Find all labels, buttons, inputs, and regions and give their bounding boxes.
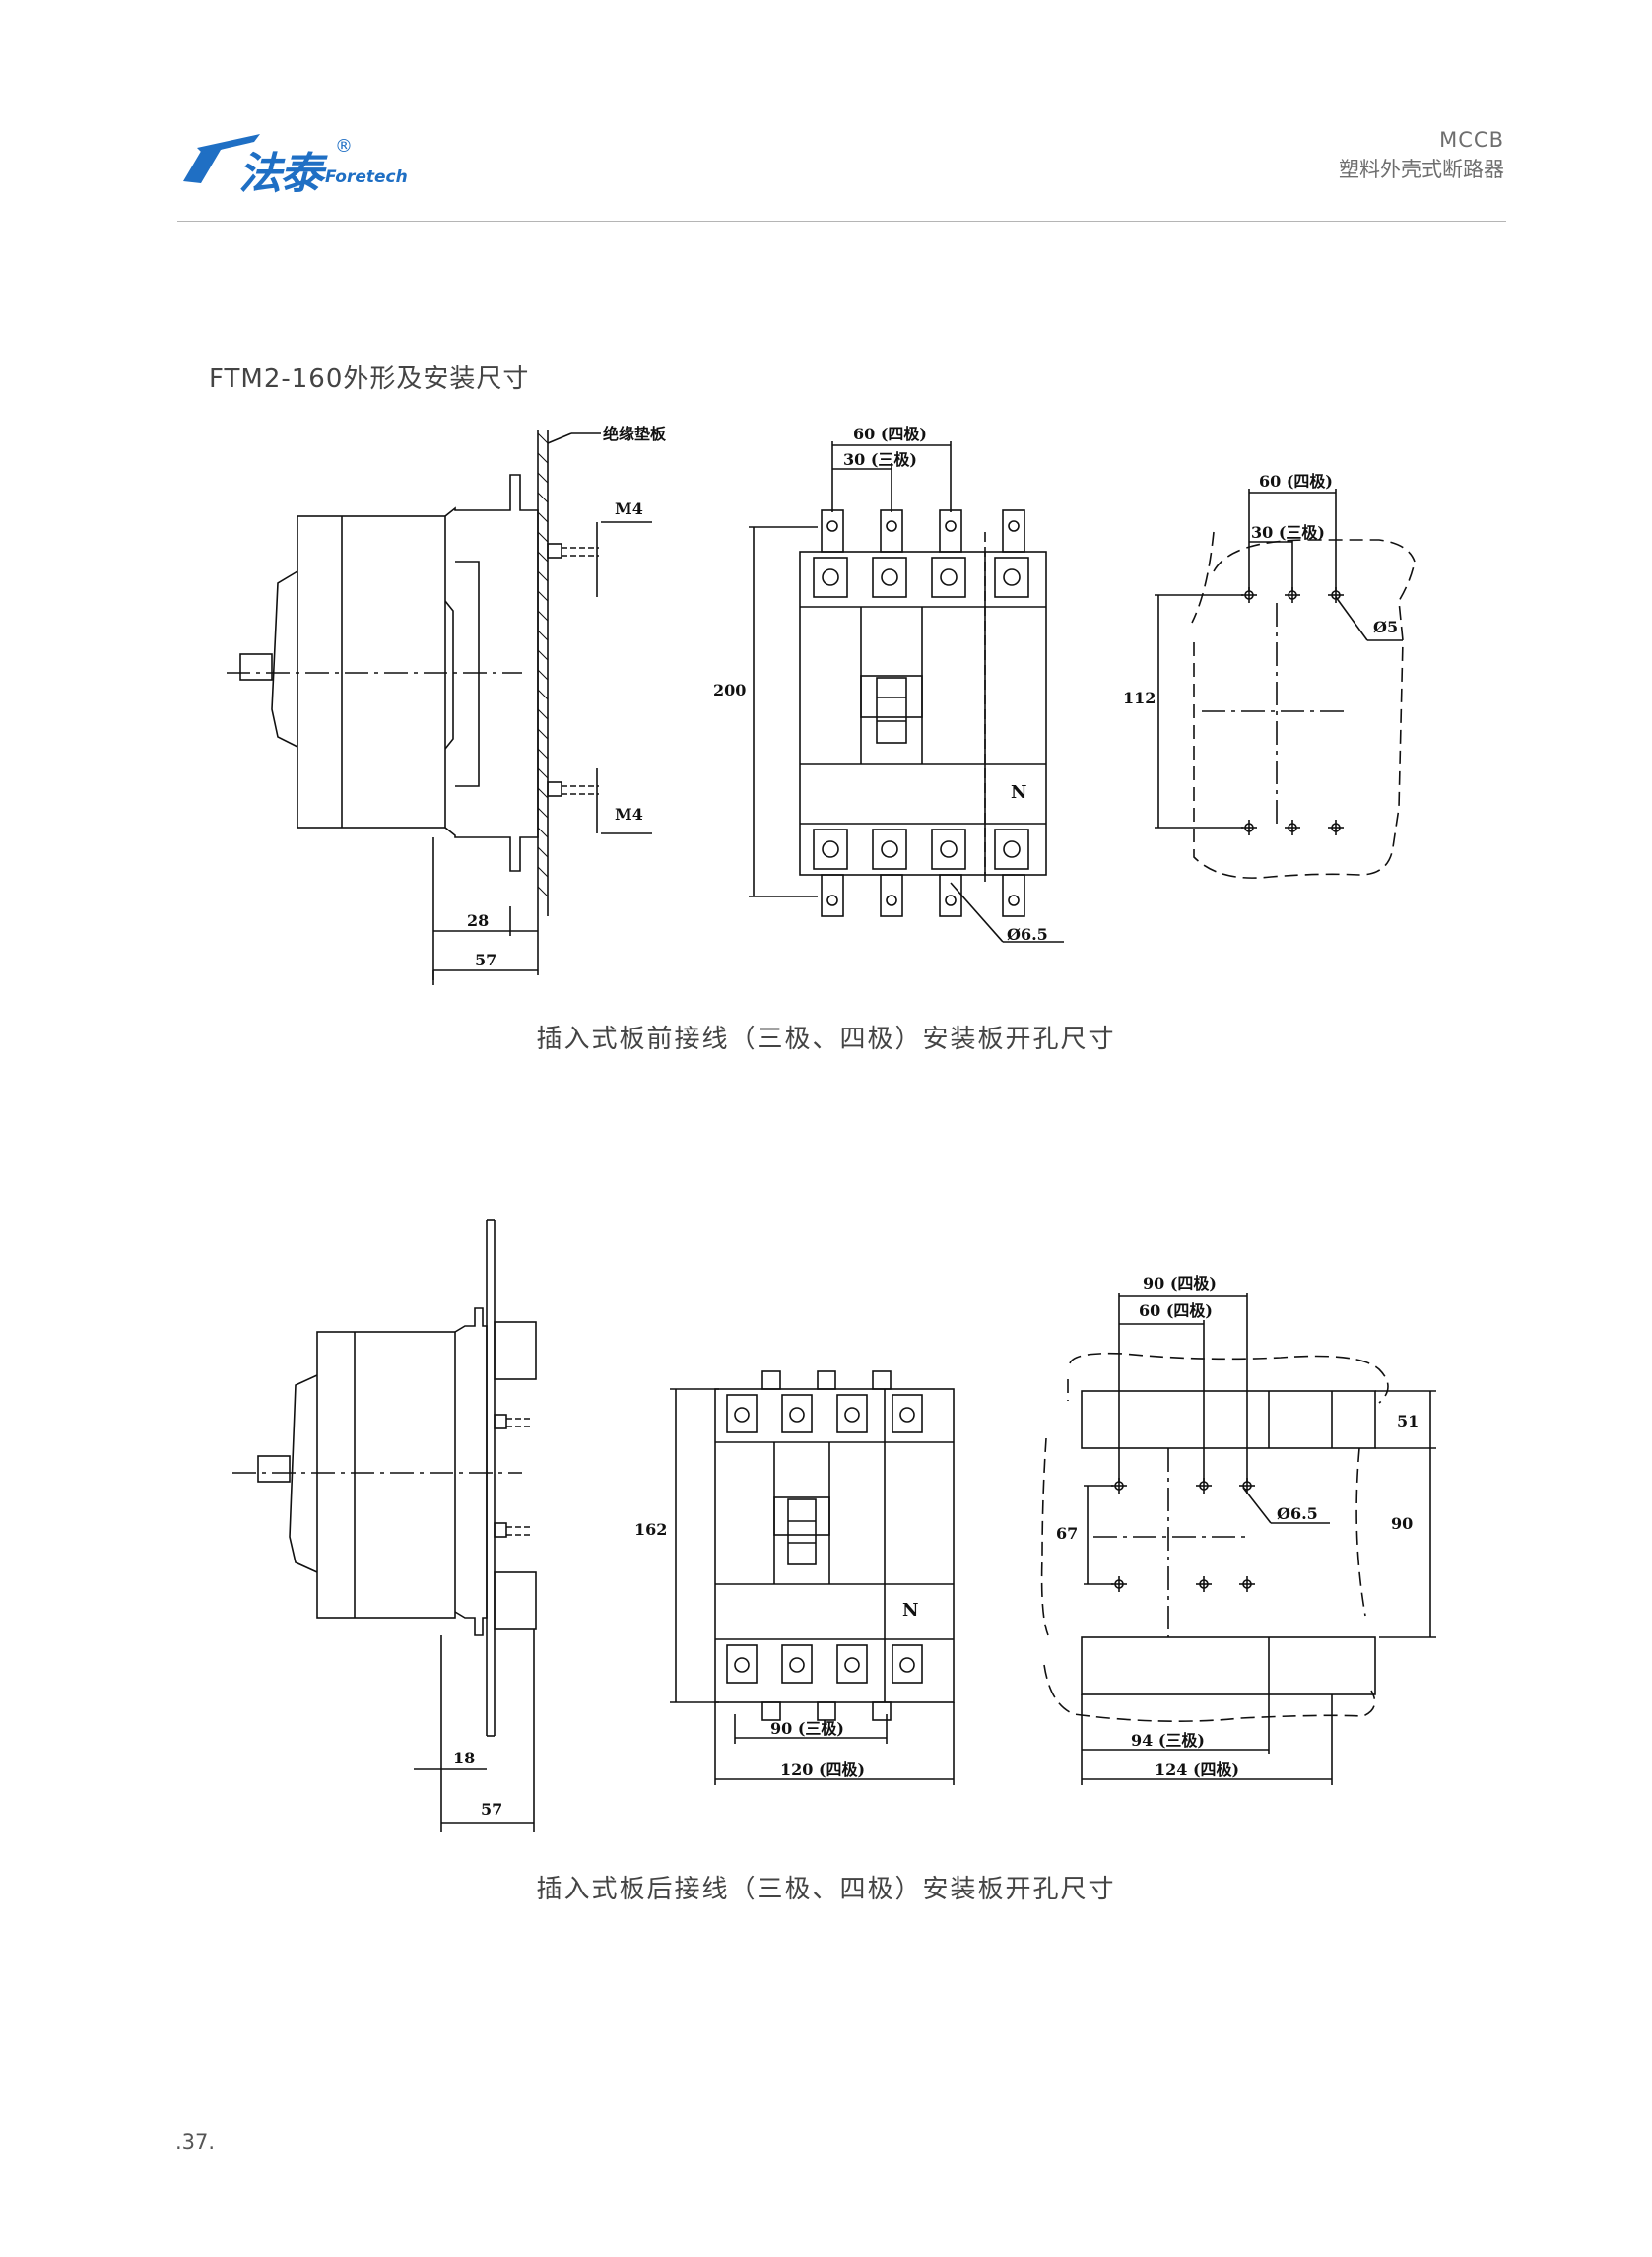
label-height-162: 162 (634, 1520, 667, 1539)
label-height-200: 200 (713, 681, 746, 699)
label-hole-65b: Ø6.5 (1277, 1504, 1318, 1523)
label-m4-bottom: M4 (615, 805, 643, 824)
cutout-view-2 (1040, 1293, 1436, 1785)
diagram2-caption: 插入式板后接线（三极、四极）安装板开孔尺寸 (536, 1875, 1116, 1904)
label-90: 90 (1391, 1514, 1413, 1533)
section-title: FTM2-160外形及安装尺寸 (209, 365, 530, 394)
label-width-30: 30 (三极) (843, 450, 917, 469)
label-m4-top: M4 (615, 499, 643, 518)
label-cutout-90: 90 (四极) (1143, 1274, 1217, 1293)
diagram1-caption: 插入式板前接线（三极、四极）安装板开孔尺寸 (536, 1025, 1116, 1054)
label-18: 18 (453, 1749, 475, 1767)
side-view-1 (227, 430, 652, 985)
label-28: 28 (467, 911, 489, 930)
label-57: 57 (475, 951, 496, 969)
label-insulation: 绝缘垫板 (603, 425, 667, 443)
logo-en: Foretech (325, 167, 408, 187)
header-divider (177, 221, 1506, 222)
label-neutral-2: N (902, 1600, 918, 1621)
label-height-112: 112 (1123, 689, 1156, 707)
label-cutout-60b: 60 (四极) (1139, 1301, 1213, 1320)
logo-cn: 法泰 (238, 149, 323, 199)
label-cutout-30: 30 (三极) (1251, 523, 1325, 542)
product-name: 塑料外壳式断路器 (1339, 158, 1504, 181)
label-width-90: 90 (三极) (770, 1719, 844, 1738)
side-view-2 (232, 1219, 537, 1832)
label-hole-65: Ø6.5 (1007, 925, 1048, 944)
label-width-120: 120 (四极) (780, 1760, 865, 1779)
front-view-1 (749, 441, 1064, 943)
label-67: 67 (1056, 1524, 1078, 1543)
logo-registered: ® (335, 136, 353, 157)
label-width-94: 94 (三极) (1131, 1731, 1205, 1750)
label-width-124: 124 (四极) (1155, 1760, 1239, 1779)
front-view-2 (670, 1370, 955, 1785)
page-number: .37. (175, 2130, 216, 2154)
cutout-view-1 (1155, 489, 1416, 879)
header-product: MCCB 塑料外壳式断路器 (1339, 128, 1504, 183)
label-neutral: N (1011, 782, 1026, 803)
product-code: MCCB (1439, 128, 1504, 152)
label-51: 51 (1397, 1412, 1419, 1430)
label-width-60: 60 (四极) (853, 425, 927, 443)
label-hole-5: Ø5 (1373, 618, 1398, 636)
label-57b: 57 (481, 1800, 502, 1819)
label-cutout-60: 60 (四极) (1259, 472, 1333, 491)
